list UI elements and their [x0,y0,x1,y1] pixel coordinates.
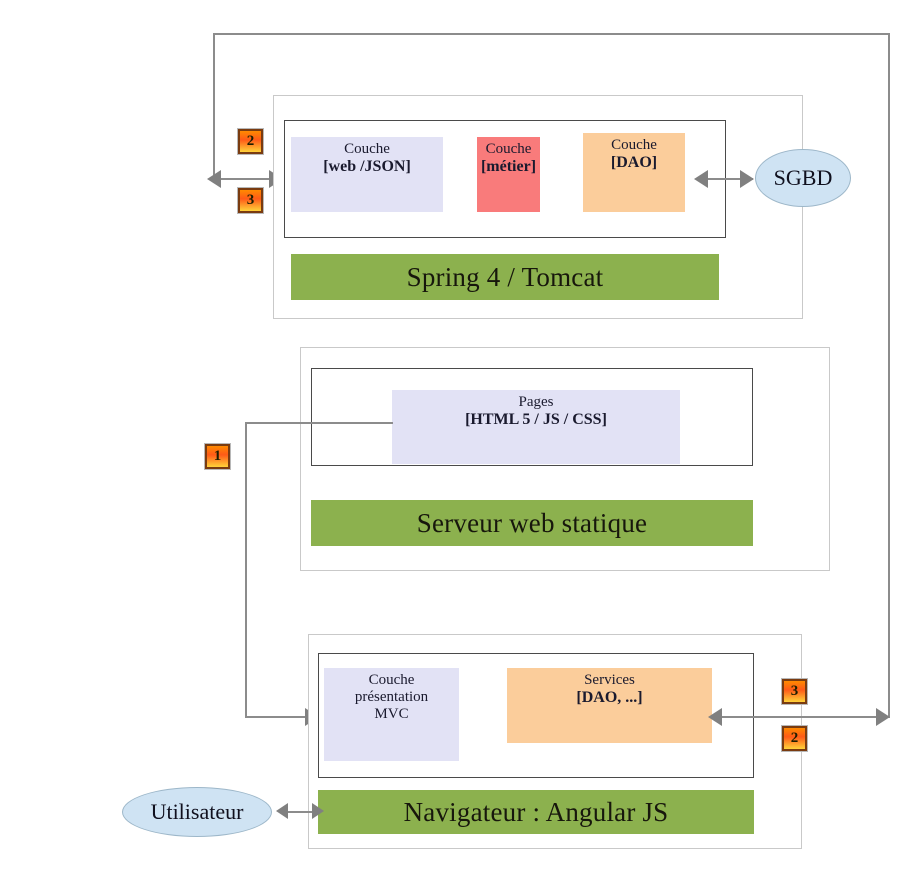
platform-label: Navigateur : Angular JS [403,796,669,827]
component-couche-presentation-mvc[interactable]: Couche présentation MVC [324,668,459,761]
component-line2: [web /JSON] [323,157,411,175]
connector-1-top-horizontal [245,422,393,424]
component-line1: Couche [344,141,390,157]
arrowhead-right-sgbd [740,170,754,188]
connector-dao-sgbd-line [705,178,753,180]
component-line2: présentation [354,688,429,705]
arrowhead-left-dao [694,170,708,188]
external-utilisateur[interactable]: Utilisateur [122,787,272,837]
component-line2: [métier] [480,157,537,175]
component-line2: [HTML 5 / JS / CSS] [465,410,607,428]
connector-utilisateur-line [288,811,316,813]
platform-bar-static-web-server: Serveur web statique [311,500,753,546]
platform-bar-navigateur-angular: Navigateur : Angular JS [318,790,754,834]
platform-label: Spring 4 / Tomcat [406,261,604,292]
arrowhead-left-services [708,708,722,726]
external-label: Utilisateur [150,799,244,824]
connector-right-vertical [888,33,890,716]
connector-web-json-line [219,178,283,180]
connector-1-bottom-horizontal [245,716,310,718]
arrowhead-left-web-json [207,170,221,188]
component-services-dao[interactable]: Services [DAO, ...] [507,668,712,743]
component-line1: Pages [518,394,554,410]
component-couche-dao[interactable]: Couche [DAO] [583,133,685,212]
badge-label: 3 [246,192,255,208]
connector-1-vertical [245,422,247,716]
component-line1: Couche [485,141,532,157]
badge-label: 3 [790,683,799,699]
connector-services-server-line [718,716,890,718]
component-couche-metier[interactable]: Couche [métier] [477,137,540,212]
component-line1: Couche [368,672,415,688]
arrowhead-left-utilisateur [276,803,288,819]
connector-top-horizontal [213,33,889,35]
badge-flow-1[interactable]: 1 [205,444,230,469]
connector-top-left-vertical [213,33,215,179]
badge-flow-2-bottom[interactable]: 2 [782,726,807,751]
arrowhead-right-navigateur [312,803,324,819]
component-pages[interactable]: Pages [HTML 5 / JS / CSS] [392,390,680,464]
external-sgbd[interactable]: SGBD [755,149,851,207]
component-line3: MVC [374,705,409,722]
badge-flow-3-bottom[interactable]: 3 [782,679,807,704]
external-label: SGBD [773,165,833,190]
platform-bar-spring-tomcat: Spring 4 / Tomcat [291,254,719,300]
badge-flow-2-top[interactable]: 2 [238,129,263,154]
component-line1: Couche [611,137,657,153]
component-line1: Services [584,672,635,688]
badge-label: 2 [246,133,255,149]
arrowhead-right-server [876,708,890,726]
platform-label: Serveur web statique [416,507,648,538]
badge-label: 2 [790,730,799,746]
component-line2: [DAO] [610,153,658,171]
badge-label: 1 [213,448,222,464]
component-line2: [DAO, ...] [576,688,643,706]
badge-flow-3-top[interactable]: 3 [238,188,263,213]
component-couche-web-json[interactable]: Couche [web /JSON] [291,137,443,212]
